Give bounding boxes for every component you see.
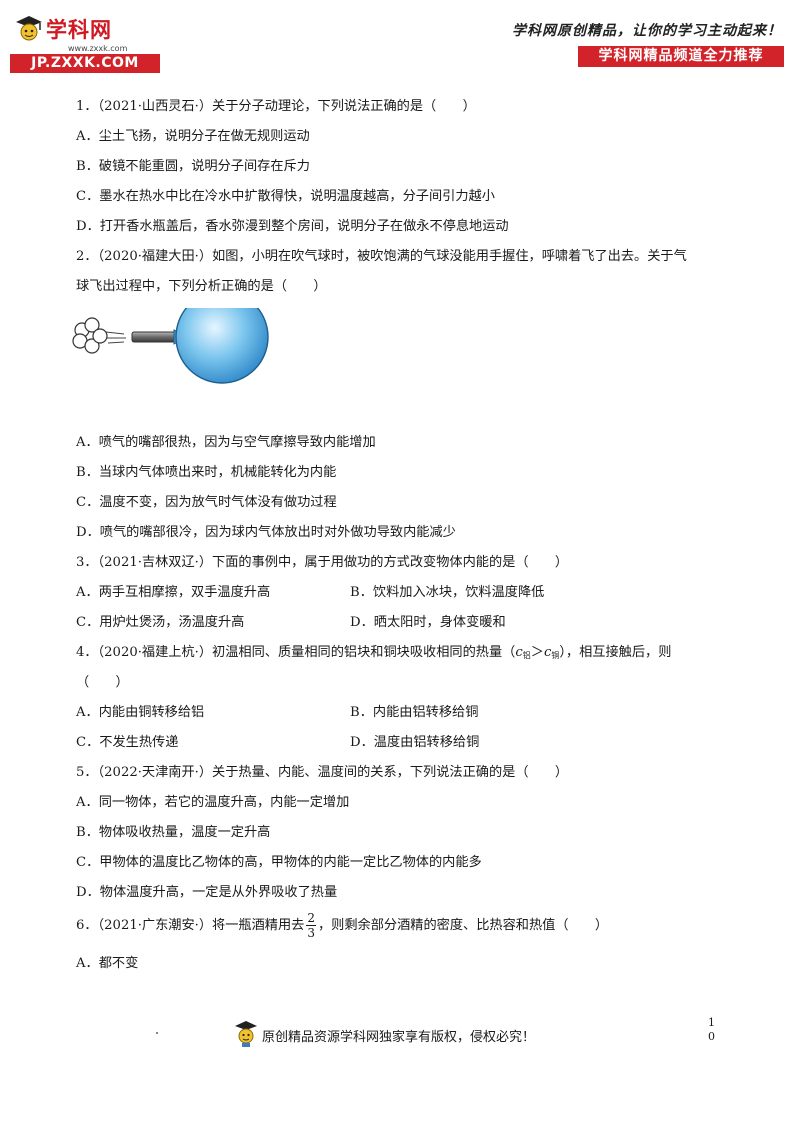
copyright-notice: 原创精品资源学科网独家享有版权，侵权必究！ — [262, 1030, 536, 1045]
specific-heat-symbol: c — [515, 645, 523, 660]
balloon-icon — [175, 308, 269, 384]
question-5-option-b: B．物体吸收热量，温度一定升高 — [76, 825, 271, 840]
balloon-illustration — [72, 308, 269, 384]
logo-bar: JP.ZXXK.COM — [10, 54, 160, 73]
mascot-icon — [16, 16, 42, 41]
question-2-option-d: D．喷气的嘴部很冷，因为球内气体放出时对外做功导致内能减少 — [76, 525, 456, 540]
question-3-option-c: C．用炉灶煲汤，汤温度升高 — [76, 615, 245, 630]
air-puff-icon — [72, 317, 108, 354]
question-4-stem-pre: 4．（2020·福建上杭·）初温相同、质量相同的铝块和铜块吸收相同的热量（ — [76, 645, 516, 660]
page-number-digit-1: 1 — [708, 1016, 715, 1029]
question-1-option-a: A．尘土飞扬，说明分子在做无规则运动 — [76, 129, 310, 144]
question-3-stem: 3．（2021·吉林双辽·）下面的事例中，属于用做功的方式改变物体内能的是（ ） — [76, 555, 569, 570]
specific-heat-symbol: c — [543, 645, 552, 660]
subscript-cu: 铜 — [551, 651, 560, 660]
balloon-figure — [72, 302, 736, 428]
logo-url: www.zxxk.com — [68, 44, 128, 53]
question-5-option-d: D．物体温度升高，一定是从外界吸收了热量 — [76, 885, 338, 900]
logo-top: 学科网 — [14, 14, 112, 44]
question-3-options-row1: A．两手互相摩擦，双手温度升高 B．饮料加入冰块，饮料温度降低 — [76, 578, 736, 608]
fraction-numerator: 2 — [306, 911, 316, 926]
question-3-option-b: B．饮料加入冰块，饮料温度降低 — [350, 585, 545, 600]
question-4-option-a: A．内能由铜转移给铝 — [76, 705, 205, 720]
question-4-option-c: C．不发生热传递 — [76, 735, 179, 750]
question-2-option-a: A．喷气的嘴部很热，因为与空气摩擦导致内能增加 — [76, 435, 376, 450]
logo-name: 学科网 — [46, 18, 112, 42]
mascot-icon — [235, 1021, 257, 1047]
question-2-option-b: B．当球内气体喷出来时，机械能转化为内能 — [76, 465, 337, 480]
question-2-stem-line1: 2．（2020·福建大田·）如图，小明在吹气球时，被吹饱满的气球没能用手握住，呼… — [76, 249, 687, 264]
question-6-stem-pre: 6．（2021·广东潮安·）将一瓶酒精用去 — [76, 918, 305, 933]
subscript-al: 铝 — [522, 651, 531, 660]
page-number: 1 0 — [708, 1016, 715, 1044]
question-6-stem-post: ，则剩余部分酒精的密度、比热容和热值（ ） — [318, 918, 609, 933]
question-3-options-row2: C．用炉灶煲汤，汤温度升高 D．晒太阳时，身体变暖和 — [76, 608, 736, 638]
question-4-stem-line2: （ ） — [76, 675, 129, 690]
greater-than: ＞ — [530, 645, 544, 660]
question-1-option-d: D．打开香水瓶盖后，香水弥漫到整个房间，说明分子在做永不停息地运动 — [76, 219, 509, 234]
slogan: 学科网原创精品，让你的学习主动起来！ — [512, 23, 782, 39]
question-5-option-c: C．甲物体的温度比乙物体的高，甲物体的内能一定比乙物体的内能多 — [76, 855, 482, 870]
footer-dot — [156, 1032, 158, 1034]
question-4-stem-line1: 4．（2020·福建上杭·）初温相同、质量相同的铝块和铜块吸收相同的热量（c铝＞… — [76, 638, 736, 668]
question-4-option-b: B．内能由铝转移给铜 — [350, 705, 479, 720]
zxxk-logo: 学科网 www.zxxk.com JP.ZXXK.COM — [10, 14, 160, 73]
question-3-option-d: D．晒太阳时，身体变暖和 — [350, 615, 506, 630]
channel-banner: 学科网精品频道全力推荐 — [578, 46, 784, 67]
question-3-option-a: A．两手互相摩擦，双手温度升高 — [76, 585, 271, 600]
question-1-stem: 1．（2021·山西灵石·）关于分子动理论，下列说法正确的是（ ） — [76, 99, 476, 114]
question-1-option-c: C．墨水在热水中比在冷水中扩散得快，说明温度越高，分子间引力越小 — [76, 189, 495, 204]
question-list: 1．（2021·山西灵石·）关于分子动理论，下列说法正确的是（ ） A．尘土飞扬… — [72, 92, 736, 984]
question-6-option-a: A．都不变 — [76, 956, 139, 971]
question-5-option-a: A．同一物体，若它的温度升高，内能一定增加 — [76, 795, 350, 810]
page-footer: 原创精品资源学科网独家享有版权，侵权必究！ — [0, 1020, 800, 1050]
question-1-option-b: B．破镜不能重圆，说明分子间存在斥力 — [76, 159, 310, 174]
question-4-option-d: D．温度由铝转移给铜 — [350, 735, 480, 750]
question-4-stem-post: ），相互接触后，则 — [559, 645, 672, 660]
question-2-stem-line2: 球飞出过程中，下列分析正确的是（ ） — [76, 279, 327, 294]
question-5-stem: 5．（2022·天津南开·）关于热量、内能、温度间的关系，下列说法正确的是（ ） — [76, 765, 569, 780]
question-4-options-row2: C．不发生热传递 D．温度由铝转移给铜 — [76, 728, 736, 758]
question-4-options-row1: A．内能由铜转移给铝 B．内能由铝转移给铜 — [76, 698, 736, 728]
question-2-option-c: C．温度不变，因为放气时气体没有做功过程 — [76, 495, 337, 510]
fraction-denominator: 3 — [307, 926, 315, 940]
page-number-digit-2: 0 — [708, 1030, 715, 1043]
